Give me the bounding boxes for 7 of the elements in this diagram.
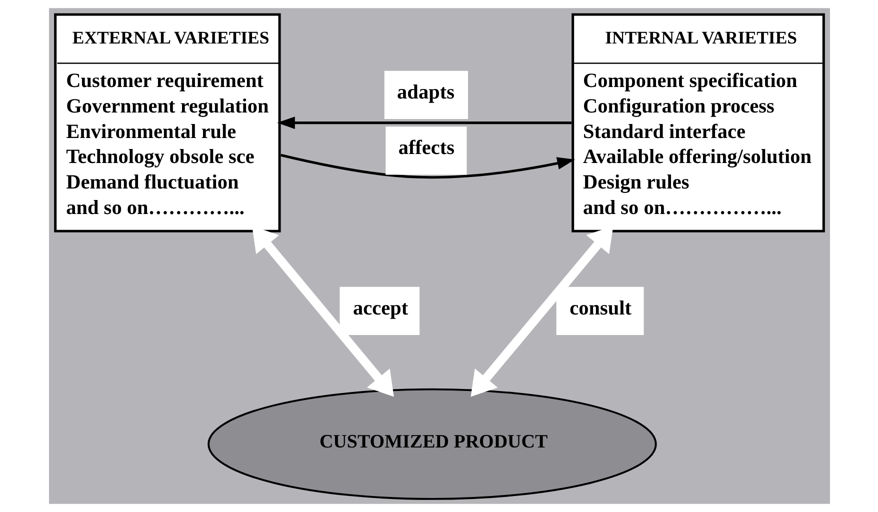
edge-label: affects [398, 137, 454, 160]
edge-label: consult [569, 297, 632, 320]
edge-label: adapts [396, 81, 454, 104]
arrow [276, 116, 571, 130]
arrow [280, 154, 575, 179]
edge-label: accept [352, 297, 408, 320]
node-ellipse: CUSTOMIZED PRODUCT [207, 388, 656, 500]
